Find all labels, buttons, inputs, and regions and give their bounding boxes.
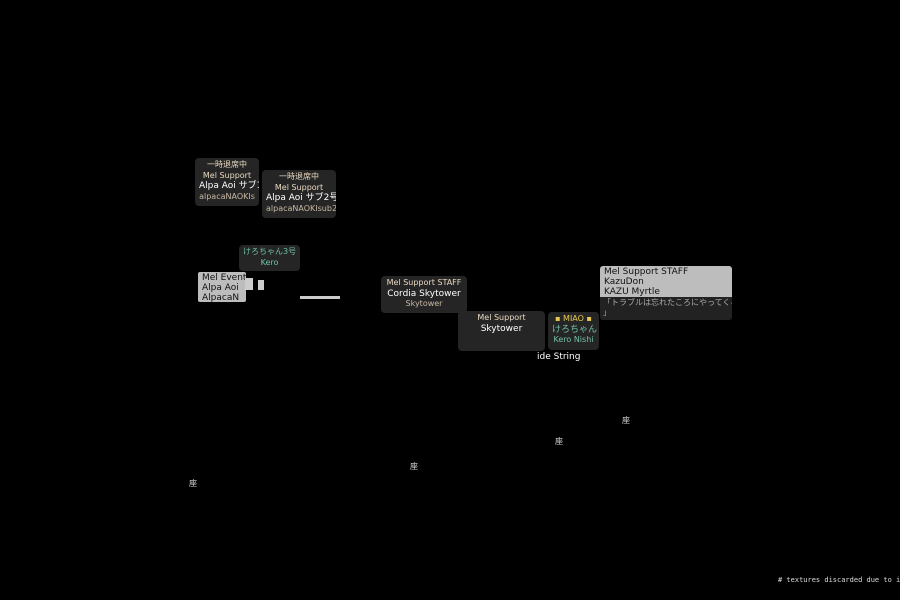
nametag-string[interactable]: ide String <box>537 352 581 362</box>
nametag-alpa-sub1[interactable]: 一時退席中 Mel Support Alpa Aoi サブ1 alpacaNAO… <box>195 158 259 206</box>
render-glitch <box>300 296 340 299</box>
seat-label[interactable]: 座 <box>622 416 630 425</box>
nametag-kazu-myrtle[interactable]: Mel Support STAFF KazuDon KAZU Myrtle 「ト… <box>600 266 732 320</box>
nametag-skytower[interactable]: Mel Support STAFF Cordia Skytower Skytow… <box>381 276 467 313</box>
nametag-kero3[interactable]: けろちゃん3号 Kero <box>239 245 300 271</box>
nametag-kero-nishi[interactable]: ▪ MIAO ▪ けろちゃん Kero Nishi <box>548 312 599 350</box>
render-glitch <box>245 278 253 290</box>
status-text: # textures discarded due to ins <box>778 576 900 584</box>
nametag-mel-support[interactable]: Mel Support Skytower <box>458 311 545 351</box>
seat-label[interactable]: 座 <box>555 437 563 446</box>
render-glitch <box>258 280 264 290</box>
nametag-alpa-sub2[interactable]: 一時退席中 Mel Support Alpa Aoi サブ2号 alpacaNA… <box>262 170 336 218</box>
nametag-mel-event[interactable]: Mel Event Alpa Aoi AlpacaN <box>198 272 246 302</box>
seat-label[interactable]: 座 <box>189 479 197 488</box>
seat-label[interactable]: 座 <box>410 462 418 471</box>
